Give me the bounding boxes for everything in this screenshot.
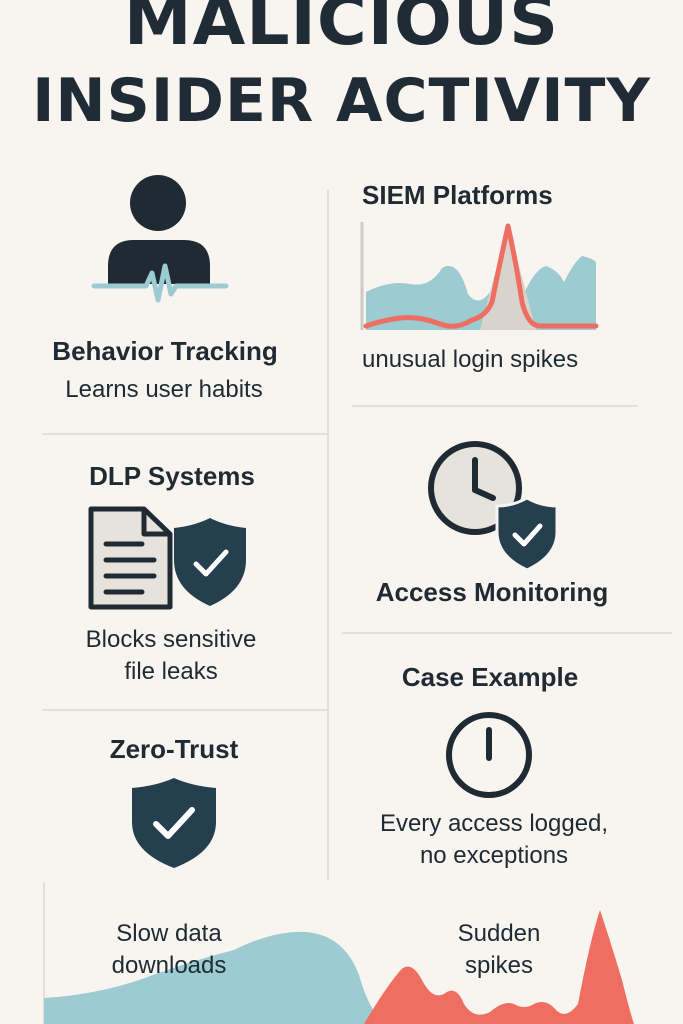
column-divider bbox=[327, 190, 329, 880]
traffic-waves-illustration bbox=[44, 910, 634, 1024]
clock-icon bbox=[446, 712, 532, 798]
title-line-2: INSIDER ACTIVITY bbox=[32, 66, 651, 136]
row-divider-right-1 bbox=[352, 405, 638, 407]
case-caption-line-1: Every access logged, bbox=[379, 810, 609, 837]
spike-chart-icon bbox=[360, 222, 599, 330]
dlp-heading: DLP Systems bbox=[89, 461, 255, 491]
bottom-left-caption-line-2: downloads bbox=[111, 952, 227, 979]
shield-check-icon bbox=[132, 778, 216, 868]
access-heading: Access Monitoring bbox=[375, 577, 609, 607]
document-shield-icon bbox=[88, 506, 246, 610]
behavior-caption: Learns user habits bbox=[65, 376, 263, 403]
dlp-caption-line-2: file leaks bbox=[124, 658, 218, 685]
bottom-right-caption-line-2: spikes bbox=[464, 952, 534, 979]
bottom-left-divider bbox=[43, 882, 45, 1024]
zero-trust-heading: Zero-Trust bbox=[109, 734, 239, 764]
bottom-left-caption-line-1: Slow data bbox=[116, 920, 222, 947]
siem-heading: SIEM Platforms bbox=[362, 180, 553, 210]
row-divider-left-1 bbox=[42, 433, 327, 435]
title-line-1: MALICIOUS bbox=[123, 0, 560, 61]
user-heartbeat-icon bbox=[91, 175, 229, 303]
bottom-right-caption-line-1: Sudden bbox=[457, 920, 541, 947]
clock-shield-icon bbox=[428, 441, 559, 572]
case-heading: Case Example bbox=[401, 662, 579, 692]
siem-caption: unusual login spikes bbox=[362, 346, 579, 373]
case-caption-line-2: no exceptions bbox=[419, 842, 569, 869]
dlp-caption-line-1: Blocks sensitive bbox=[85, 626, 257, 653]
behavior-heading: Behavior Tracking bbox=[52, 336, 278, 366]
row-divider-right-2 bbox=[342, 632, 672, 634]
row-divider-left-2 bbox=[42, 709, 327, 711]
